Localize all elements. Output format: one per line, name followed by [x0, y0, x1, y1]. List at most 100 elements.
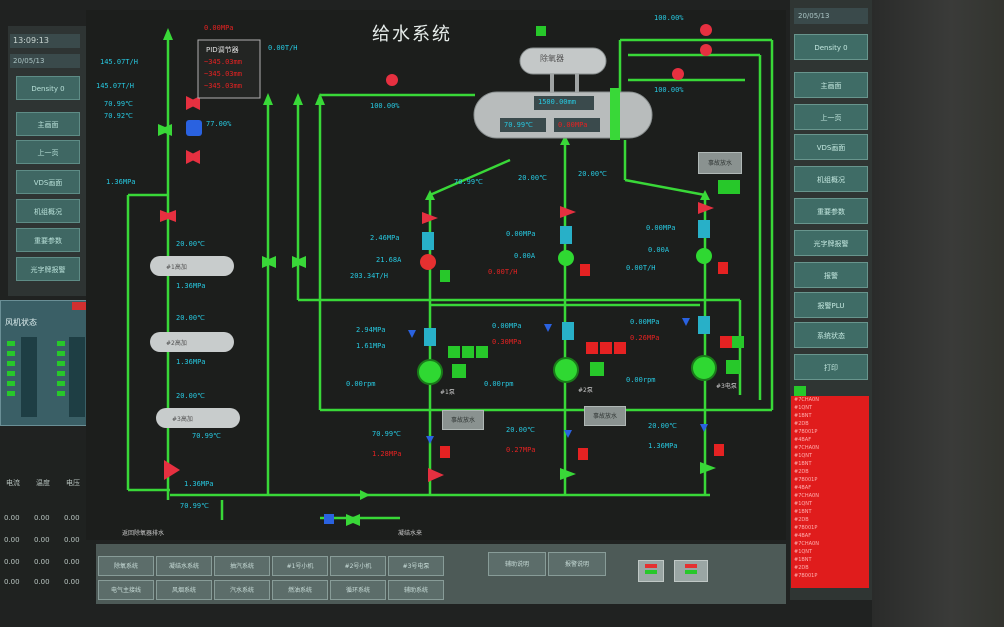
trend-icon	[645, 570, 657, 574]
drain-button[interactable]: 事故放水	[442, 410, 484, 430]
alarm-line: #2DB	[794, 469, 809, 475]
dp-cell: 0.00	[64, 536, 80, 544]
nav-circulation[interactable]: 循环系统	[330, 580, 386, 600]
nav-params[interactable]: 重要参数	[16, 228, 80, 252]
nav-alarm-panel[interactable]: 光字牌报警	[16, 257, 80, 281]
nav-electrical[interactable]: 电气主接线	[98, 580, 154, 600]
nav-density[interactable]: Density 0	[794, 34, 868, 60]
dp-cell: 0.00	[64, 578, 80, 586]
temp-value: 20.00℃	[506, 426, 535, 434]
aux-note-button[interactable]: 辅助说明	[488, 552, 546, 576]
pressure-value: 1.36MPa	[176, 282, 206, 290]
nav-main[interactable]: 主画面	[16, 112, 80, 136]
pressure-value: 0.30MPa	[492, 338, 522, 346]
trend-icon	[685, 570, 697, 574]
drain-button[interactable]: 事故放水	[584, 406, 626, 426]
trend-button[interactable]	[638, 560, 664, 582]
nav-alarm-panel[interactable]: 光字牌报警	[794, 230, 868, 256]
alarm-line: #7CHA0N	[794, 493, 819, 499]
nav-density[interactable]: Density 0	[16, 76, 80, 100]
pid-value: ~345.03mm	[204, 58, 242, 66]
alarm-line: #7B001P	[794, 477, 818, 483]
alarm-line: #4BAF	[794, 437, 812, 443]
pressure-value: 1.36MPa	[648, 442, 678, 450]
pressure-value: 1.61MPa	[356, 342, 386, 350]
top-pressure: 0.00MPa	[204, 24, 234, 32]
nav-fuel-oil[interactable]: 燃油系统	[272, 580, 328, 600]
alarm-line: #7B001P	[794, 429, 818, 435]
heater-label: #3高加	[172, 416, 193, 423]
nav-system-status[interactable]: 系统状态	[794, 322, 868, 348]
dp-cell: 0.00	[64, 558, 80, 566]
temp-value: 70.92℃	[104, 112, 133, 120]
pressure-value: 2.94MPa	[356, 326, 386, 334]
nav-back[interactable]: 上一页	[794, 104, 868, 130]
close-icon[interactable]	[72, 302, 86, 310]
flow-value: 0.00T/H	[268, 44, 298, 52]
heater-label: #1高加	[166, 264, 187, 271]
nav-main[interactable]: 主画面	[794, 72, 868, 98]
nav-extraction[interactable]: 抽汽系统	[214, 556, 270, 576]
current-value: 21.68A	[376, 256, 402, 264]
alarm-line: #2DB	[794, 565, 809, 571]
dp-cell: 0.00	[34, 578, 50, 586]
nav-turbine1[interactable]: #1号小机	[272, 556, 328, 576]
flow-value: 145.07T/H	[100, 58, 138, 66]
pid-value: ~345.03mm	[204, 70, 242, 78]
nav-steam-water[interactable]: 汽水系统	[214, 580, 270, 600]
nav-back[interactable]: 上一页	[16, 140, 80, 164]
alarm-line: #1QNT	[794, 453, 813, 459]
dp-cell: 0.00	[4, 514, 20, 522]
current-value: 0.00A	[648, 246, 670, 254]
nav-vds[interactable]: VDS画面	[794, 134, 868, 160]
trend-icon	[685, 564, 697, 568]
nav-print[interactable]: 打印	[794, 354, 868, 380]
alarm-line: #7CHA0N	[794, 541, 819, 547]
trend-button[interactable]	[674, 560, 708, 582]
pressure-value: 0.26MPa	[630, 334, 660, 342]
trend-icon	[645, 564, 657, 568]
deaerator-pressure: 0.00MPa	[558, 121, 588, 129]
nav-unit[interactable]: 机组概况	[16, 199, 80, 223]
data-panel: 电流 温度 电压 0.00 0.00 0.00 0.00 0.00 0.00 0…	[0, 440, 96, 600]
nav-vds[interactable]: VDS画面	[16, 170, 80, 194]
nav-turbine2[interactable]: #2号小机	[330, 556, 386, 576]
valve-percent: 100.00%	[370, 102, 400, 110]
nav-alarm-plu[interactable]: 报警PLU	[794, 292, 868, 318]
drain-button[interactable]: 事故放水	[698, 152, 742, 174]
temp-value: 70.99℃	[372, 430, 401, 438]
current-value: 0.00A	[514, 252, 536, 260]
temp-value: 70.99℃	[192, 432, 221, 440]
pressure-value: 2.46MPa	[370, 234, 400, 242]
alarm-line: #4BAF	[794, 485, 812, 491]
speed-value: 0.00rpm	[346, 380, 376, 388]
pump-label: #1泵	[440, 389, 455, 396]
nav-condensate[interactable]: 凝结水系统	[156, 556, 212, 576]
flow-value: 0.00T/H	[488, 268, 518, 276]
nav-alarm[interactable]: 报警	[794, 262, 868, 288]
nav-auxiliary[interactable]: 辅助系统	[388, 580, 444, 600]
pressure-value: 0.00MPa	[506, 230, 536, 238]
temp-value: 20.00℃	[176, 392, 205, 400]
pid-label: PID调节器	[206, 46, 239, 54]
page-title: 给水系统	[372, 24, 452, 45]
nav-deaerator[interactable]: 除氧系统	[98, 556, 154, 576]
dp-cell: 0.00	[4, 558, 20, 566]
alarm-line: #2DB	[794, 517, 809, 523]
fan-panel-title: 风机状态	[5, 318, 37, 327]
alarm-line: #1QNT	[794, 501, 813, 507]
nav-params[interactable]: 重要参数	[794, 198, 868, 224]
nav-air-flue[interactable]: 风烟系统	[156, 580, 212, 600]
alarm-line: #7B001P	[794, 525, 818, 531]
dp-cell: 0.00	[34, 558, 50, 566]
flow-value: 203.34T/H	[350, 272, 388, 280]
alarm-line: #1QNT	[794, 549, 813, 555]
valve-percent: 77.00%	[206, 120, 232, 128]
temp-value: 20.00℃	[518, 174, 547, 182]
dp-cell: 0.00	[4, 578, 20, 586]
nav-pump3[interactable]: #3号电泵	[388, 556, 444, 576]
alarm-line: #7CHA0N	[794, 397, 819, 403]
nav-unit[interactable]: 机组概况	[794, 166, 868, 192]
alarm-note-button[interactable]: 报警说明	[548, 552, 606, 576]
fan-status-panel: 风机状态	[0, 300, 90, 426]
